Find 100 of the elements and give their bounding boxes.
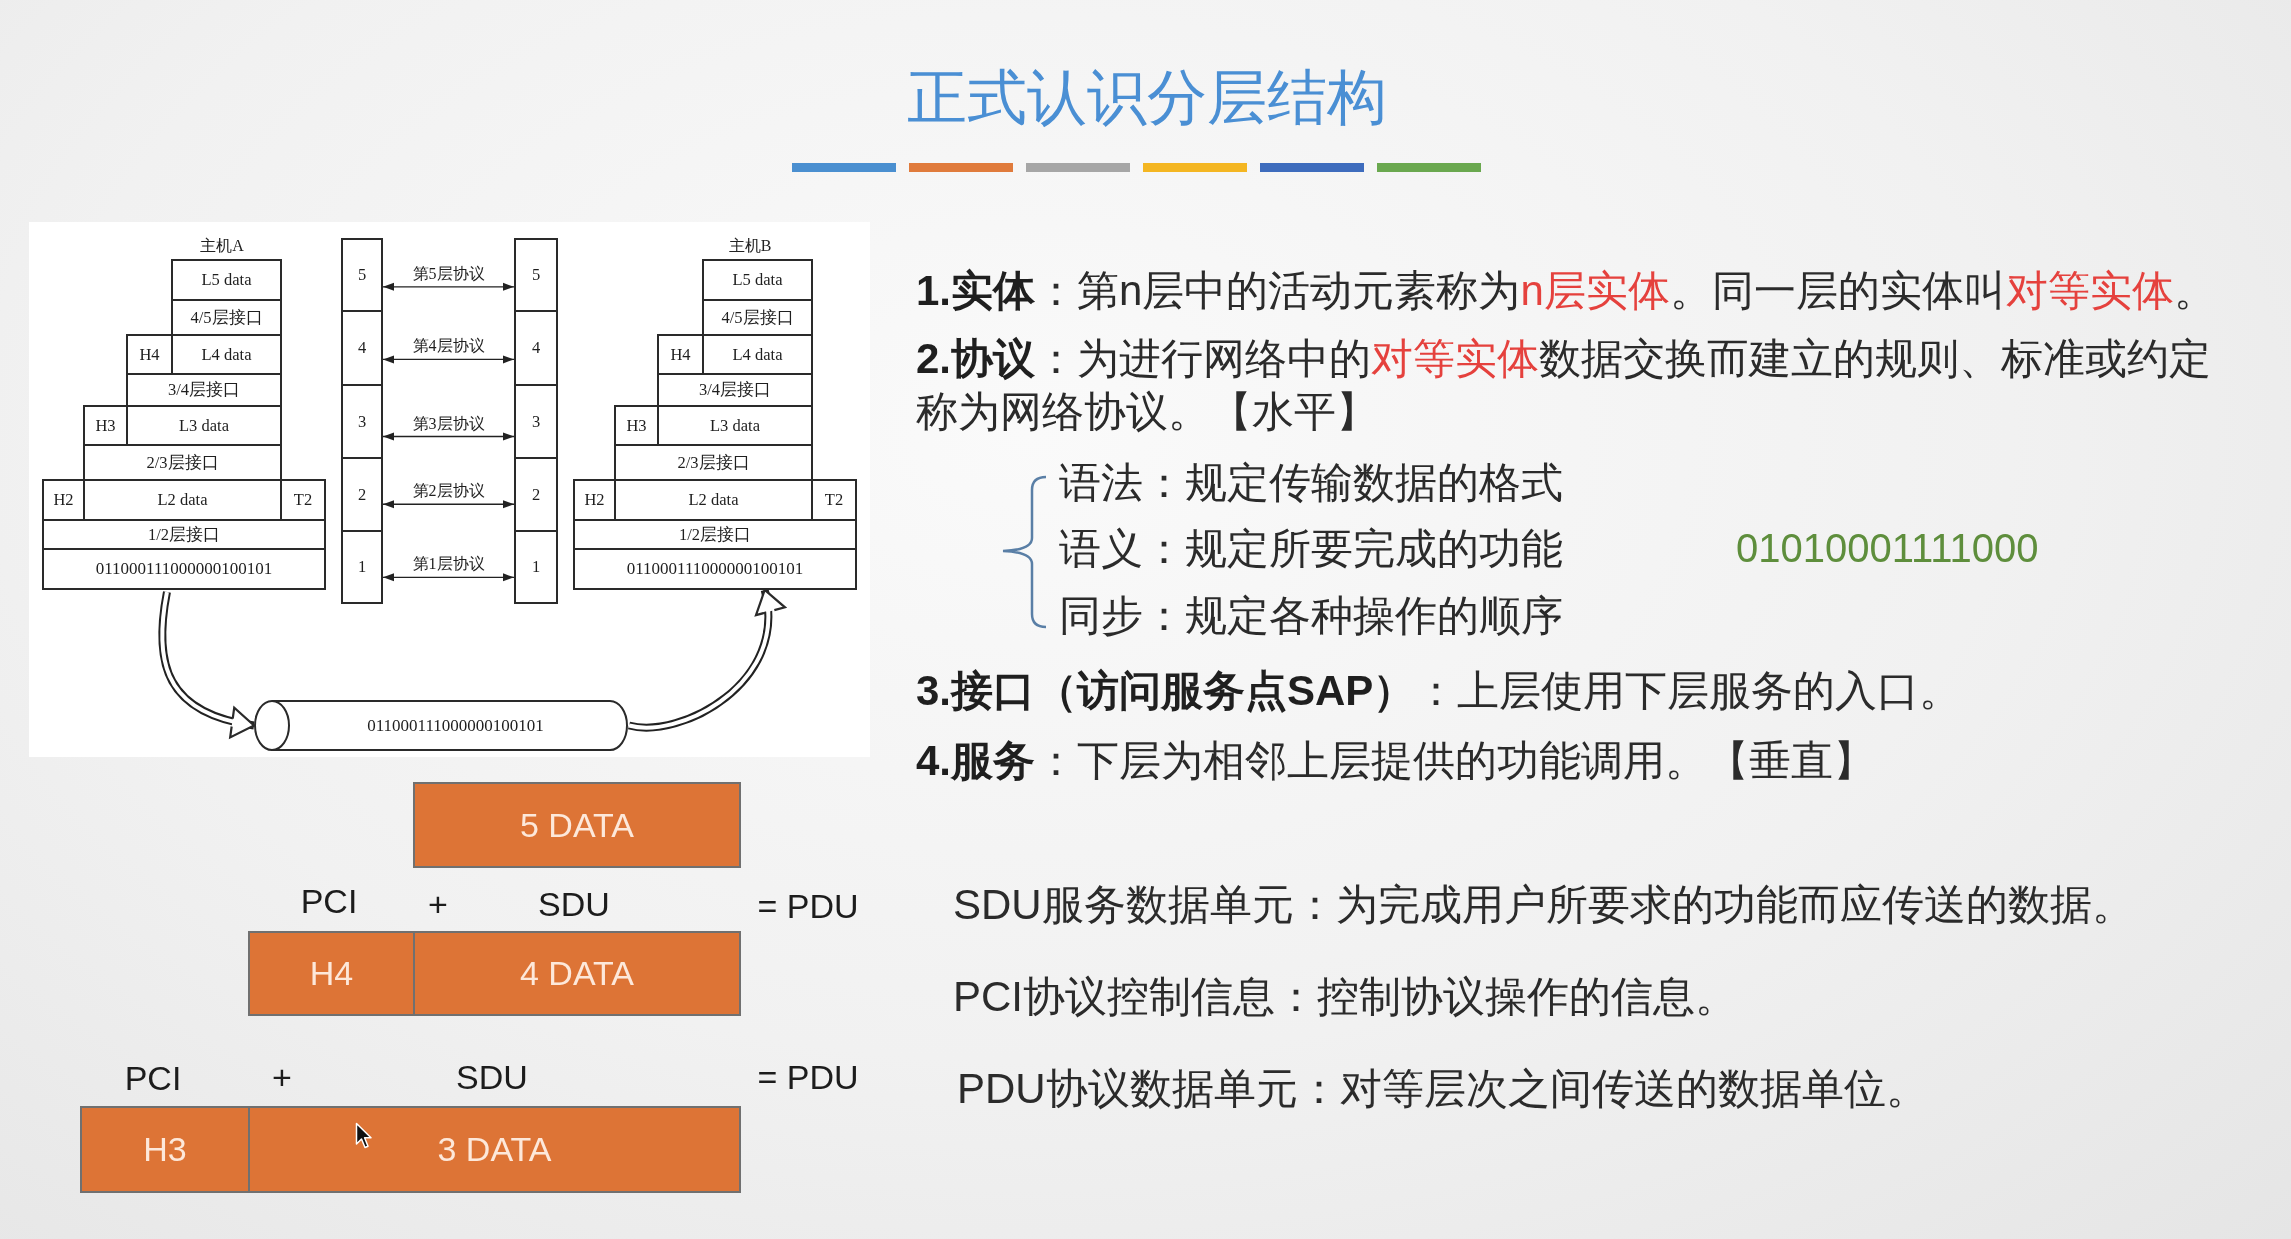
layer-number: 2 <box>357 484 367 505</box>
bit-string: 011000111000000100101 <box>95 559 273 579</box>
layer-box <box>42 519 326 550</box>
definition-text: PDU协议数据单元：对等层次之间传送的数据单位。 <box>957 1064 1928 1114</box>
layer-box <box>811 479 857 521</box>
bit-string: 01010001111000 <box>1736 525 2039 572</box>
layer-box <box>341 310 383 386</box>
layer-label: L4 data <box>201 344 252 365</box>
data-unit-box <box>413 782 741 868</box>
layer-label: L5 data <box>732 270 783 290</box>
data-unit-label: H3 <box>143 1130 187 1169</box>
data-unit-label: 3 DATA <box>437 1130 552 1169</box>
layer-box <box>573 548 857 590</box>
double-arrow <box>382 282 515 291</box>
definition-text: 4.服务：下层为相邻上层提供的功能调用。【垂直】 <box>916 736 1876 786</box>
layer-number: 3 <box>357 411 367 432</box>
layer-box <box>514 457 558 532</box>
layer-box <box>126 373 282 407</box>
formula-operator: + <box>272 1057 292 1097</box>
layer-label: 3/4层接口 <box>698 379 772 401</box>
layer-box <box>657 334 704 375</box>
layer-label: T2 <box>824 490 844 510</box>
data-unit-label: 5 DATA <box>520 805 634 845</box>
layer-label: 1/2层接口 <box>147 523 221 546</box>
layer-number: 4 <box>531 338 541 358</box>
bit-string: 011000111000000100101 <box>626 559 804 579</box>
formula-term: PCI <box>300 881 358 921</box>
layer-label: H3 <box>95 415 116 436</box>
layer-label: H4 <box>139 344 160 365</box>
data-unit-label: 4 DATA <box>520 954 634 993</box>
layer-label: L3 data <box>710 415 760 436</box>
layer-number: 5 <box>357 265 367 285</box>
formula-result: = PDU <box>757 886 859 926</box>
data-unit-box <box>80 1106 250 1193</box>
layer-box <box>614 405 659 446</box>
layer-box <box>514 384 558 459</box>
host-label: 主机A <box>200 235 244 256</box>
definition-text: 3.接口（访问服务点SAP）：上层使用下层服务的入口。 <box>916 666 1962 716</box>
layer-label: L2 data <box>157 490 208 510</box>
layer-box <box>573 479 616 521</box>
layer-box <box>341 457 383 532</box>
layer-number: 1 <box>357 557 367 577</box>
layer-label: L4 data <box>732 344 783 365</box>
layer-box <box>83 405 128 446</box>
layer-box <box>42 479 85 521</box>
layer-label: L2 data <box>688 490 739 510</box>
curved-arrow <box>158 591 256 738</box>
layer-label: 2/3层接口 <box>677 451 750 474</box>
formula-operator: + <box>428 884 448 924</box>
layer-number: 2 <box>531 484 541 505</box>
curved-arrow <box>628 588 785 732</box>
definition-text: PCI协议控制信息：控制协议操作的信息。 <box>953 972 1737 1022</box>
layer-label: H2 <box>53 490 74 510</box>
layer-number: 5 <box>531 265 541 285</box>
layer-label: T2 <box>293 490 313 510</box>
host-label: 主机B <box>728 235 772 256</box>
layer-box <box>126 334 173 375</box>
layer-box <box>514 310 558 386</box>
layer-number: 3 <box>531 411 541 432</box>
formula-result: = PDU <box>757 1057 859 1097</box>
double-arrow <box>382 432 515 441</box>
formula-term: SDU <box>538 884 610 924</box>
layer-label: H2 <box>584 490 605 510</box>
sub-item-text: 语义：规定所要完成的功能 <box>1059 524 1563 574</box>
layer-box <box>702 259 813 301</box>
sub-item-text: 同步：规定各种操作的顺序 <box>1059 591 1563 641</box>
layer-label: 4/5层接口 <box>190 306 263 329</box>
data-unit-box <box>413 931 741 1016</box>
layer-label: 4/5层接口 <box>721 306 794 329</box>
layer-label: H3 <box>626 415 647 436</box>
double-arrow <box>382 355 515 364</box>
data-unit-box <box>248 931 415 1016</box>
layer-number: 4 <box>357 338 367 358</box>
layer-label: H4 <box>670 344 691 365</box>
definition-text: 1.实体：第n层中的活动元素称为n层实体。同一层的实体叫对等实体。 <box>916 266 2216 316</box>
layer-label: L3 data <box>179 415 229 436</box>
double-arrow <box>382 500 515 509</box>
sub-item-text: 语法：规定传输数据的格式 <box>1059 458 1563 508</box>
layer-box <box>657 373 813 407</box>
data-unit-box <box>248 1106 741 1193</box>
slide-title: 正式认识分层结构 <box>907 62 1387 133</box>
layer-box <box>573 519 857 550</box>
layer-box <box>514 530 558 604</box>
definition-text: SDU服务数据单元：为完成用户所要求的功能而应传送的数据。 <box>953 880 2134 930</box>
layer-box <box>341 384 383 459</box>
layer-label: 2/3层接口 <box>146 451 219 474</box>
formula-term: PCI <box>124 1058 182 1098</box>
layer-number: 1 <box>531 557 541 577</box>
layer-box <box>614 444 813 481</box>
formula-term: SDU <box>456 1057 528 1097</box>
layer-box <box>702 299 813 336</box>
layer-box <box>171 259 282 301</box>
layer-box <box>42 548 326 590</box>
data-unit-label: H4 <box>309 954 354 993</box>
definition-text: 2.协议：为进行网络中的对等实体数据交换而建立的规则、标准或约定称为网络协议。【水平】 <box>916 334 2213 437</box>
layer-box <box>514 238 558 312</box>
bit-string: 011000111000000100101 <box>367 715 544 736</box>
layer-box <box>83 444 282 481</box>
double-arrow <box>382 573 515 582</box>
layer-box <box>341 238 383 312</box>
